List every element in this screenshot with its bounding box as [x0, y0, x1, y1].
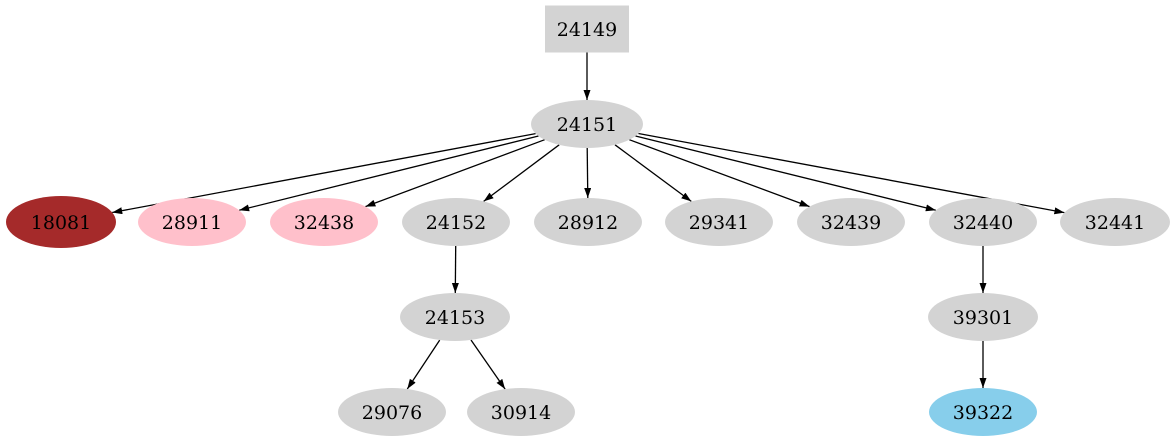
node-32438: 32438 — [270, 198, 378, 246]
node-layer: 24149 24151 18081 28911 32438 24152 28912 29341… — [6, 5, 1170, 436]
node-24151: 24151 — [531, 100, 643, 148]
node-32440: 32440 — [929, 198, 1037, 246]
edge-24151-28911 — [239, 135, 539, 212]
node-24152-label: 24152 — [426, 212, 486, 234]
node-29076-shape — [338, 388, 446, 436]
node-24152: 24152 — [402, 198, 510, 246]
node-29341-label: 29341 — [689, 212, 749, 234]
node-39322-shape — [929, 388, 1037, 436]
edge-24151-32438 — [365, 139, 545, 208]
edge-24151-29341 — [614, 144, 692, 202]
node-24149-label: 24149 — [557, 19, 617, 41]
node-39301-label: 39301 — [953, 307, 1013, 329]
node-24153-label: 24153 — [425, 307, 485, 329]
node-24153-shape — [400, 293, 510, 341]
node-29341: 29341 — [665, 198, 773, 246]
node-30914: 30914 — [467, 388, 575, 436]
node-18081-shape — [6, 196, 116, 248]
node-18081: 18081 — [6, 196, 116, 248]
node-24152-shape — [402, 198, 510, 246]
edge-24153-30914 — [470, 339, 506, 390]
node-32441-shape — [1060, 198, 1170, 246]
node-28911-label: 28911 — [162, 212, 222, 234]
node-18081-label: 18081 — [31, 212, 91, 234]
node-30914-shape — [467, 388, 575, 436]
node-28911: 28911 — [138, 198, 246, 246]
node-28912-label: 28912 — [558, 212, 618, 234]
node-24151-shape — [531, 100, 643, 148]
node-39301-shape — [928, 293, 1038, 341]
edge-24151-28912 — [584, 147, 592, 199]
node-24151-label: 24151 — [557, 114, 617, 136]
edge-24151-32440 — [635, 135, 936, 212]
node-39322: 39322 — [929, 388, 1037, 436]
node-39322-label: 39322 — [953, 402, 1013, 424]
node-24149-shape — [545, 5, 629, 53]
node-29341-shape — [665, 198, 773, 246]
edge-24151-32439 — [629, 139, 810, 208]
node-32439: 32439 — [797, 198, 905, 246]
node-32441: 32441 — [1060, 198, 1170, 246]
node-32440-label: 32440 — [953, 212, 1013, 234]
node-28912: 28912 — [534, 198, 642, 246]
node-24149: 24149 — [545, 5, 629, 53]
node-32438-label: 32438 — [294, 212, 354, 234]
edge-24153-29076 — [406, 339, 441, 390]
node-28912-shape — [534, 198, 642, 246]
node-24153: 24153 — [400, 293, 510, 341]
node-32440-shape — [929, 198, 1037, 246]
node-39301: 39301 — [928, 293, 1038, 341]
node-32439-label: 32439 — [821, 212, 881, 234]
node-29076-label: 29076 — [362, 402, 422, 424]
node-28911-shape — [138, 198, 246, 246]
node-29076: 29076 — [338, 388, 446, 436]
node-32441-label: 32441 — [1085, 212, 1145, 234]
node-32439-shape — [797, 198, 905, 246]
edge-24151-24152 — [483, 144, 560, 202]
node-30914-label: 30914 — [491, 402, 551, 424]
node-32438-shape — [270, 198, 378, 246]
